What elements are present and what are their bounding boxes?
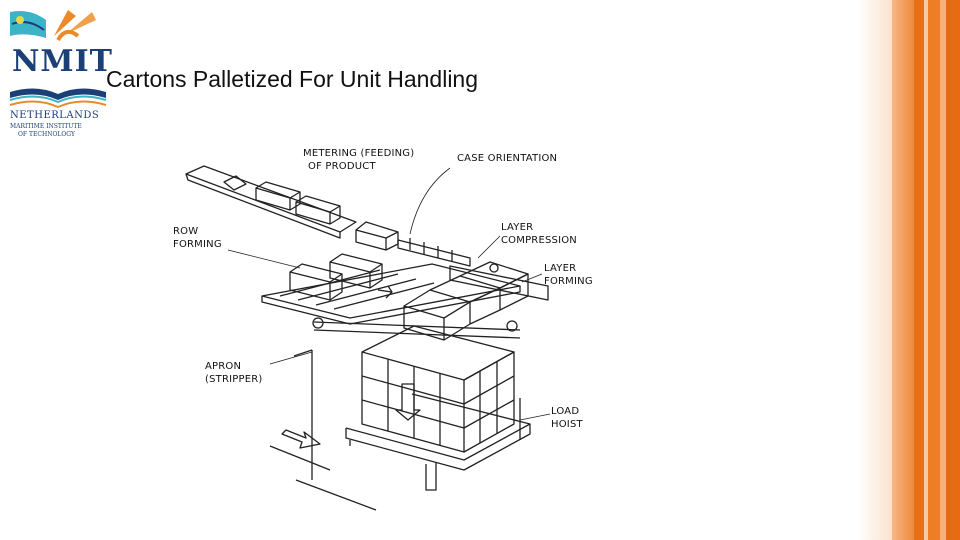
exit-arrow-icon [282, 430, 320, 448]
